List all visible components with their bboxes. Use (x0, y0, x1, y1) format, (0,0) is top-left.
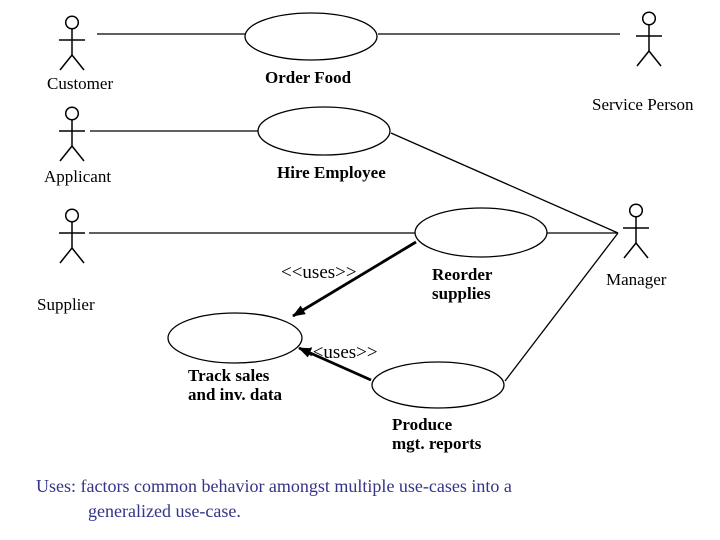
use-case-label-reorder-supplies: Reorder supplies (432, 265, 492, 303)
use-case-ellipse-hire-employee (257, 106, 391, 156)
actor-figure-customer-icon (58, 15, 86, 71)
actor-label-supplier: Supplier (37, 295, 95, 314)
uses-arrow-produce-to-tracksales (298, 346, 372, 382)
use-case-label-hire-employee: Hire Employee (277, 163, 386, 182)
use-case-label-line: supplies (432, 284, 491, 303)
use-case-label-order-food: Order Food (265, 68, 351, 87)
actor-label-manager: Manager (606, 270, 667, 289)
caption-line-2: generalized use-case. (88, 501, 241, 521)
actor-label-service-person: Service Person (592, 95, 694, 114)
association-lines (89, 33, 620, 382)
uses-arrow-reorder-to-tracksales (292, 240, 417, 318)
actor-figure-applicant-icon (58, 106, 86, 162)
use-case-label-line: Order Food (265, 68, 352, 87)
use-case-label-line: Produce (392, 415, 453, 434)
use-case-label-line: and inv. data (188, 385, 283, 404)
use-case-ellipses (167, 12, 548, 409)
use-case-label-line: mgt. reports (392, 434, 482, 453)
actor-label-customer: Customer (47, 74, 114, 93)
uses-arrows (292, 240, 417, 382)
association-produce-manager (504, 232, 619, 382)
use-case-label-track-sales: Track sales and inv. data (188, 366, 282, 404)
use-case-ellipse-produce-reports (371, 361, 505, 409)
use-case-ellipse-reorder-supplies (414, 207, 548, 258)
actor-label-applicant: Applicant (44, 167, 112, 186)
use-case-ellipse-order-food (244, 12, 378, 61)
use-case-label-produce-reports: Produce mgt. reports (392, 415, 481, 453)
use-case-label-line: Hire Employee (277, 163, 386, 182)
slide-caption: Uses: factors common behavior amongst mu… (36, 474, 512, 524)
association-hireemployee-manager (390, 132, 619, 234)
uses-stereotype-label-2: <<uses>> (302, 342, 378, 363)
uses-stereotype-label-1: <<uses>> (281, 262, 357, 283)
actor-figure-supplier-icon (58, 208, 86, 264)
caption-line-1: Uses: factors common behavior amongst mu… (36, 476, 512, 496)
use-case-label-line: Reorder (432, 265, 493, 284)
actor-figure-manager-icon (622, 203, 650, 259)
use-case-ellipse-track-sales (167, 312, 303, 364)
actor-figure-service-person-icon (635, 11, 663, 67)
use-case-label-line: Track sales (188, 366, 270, 385)
